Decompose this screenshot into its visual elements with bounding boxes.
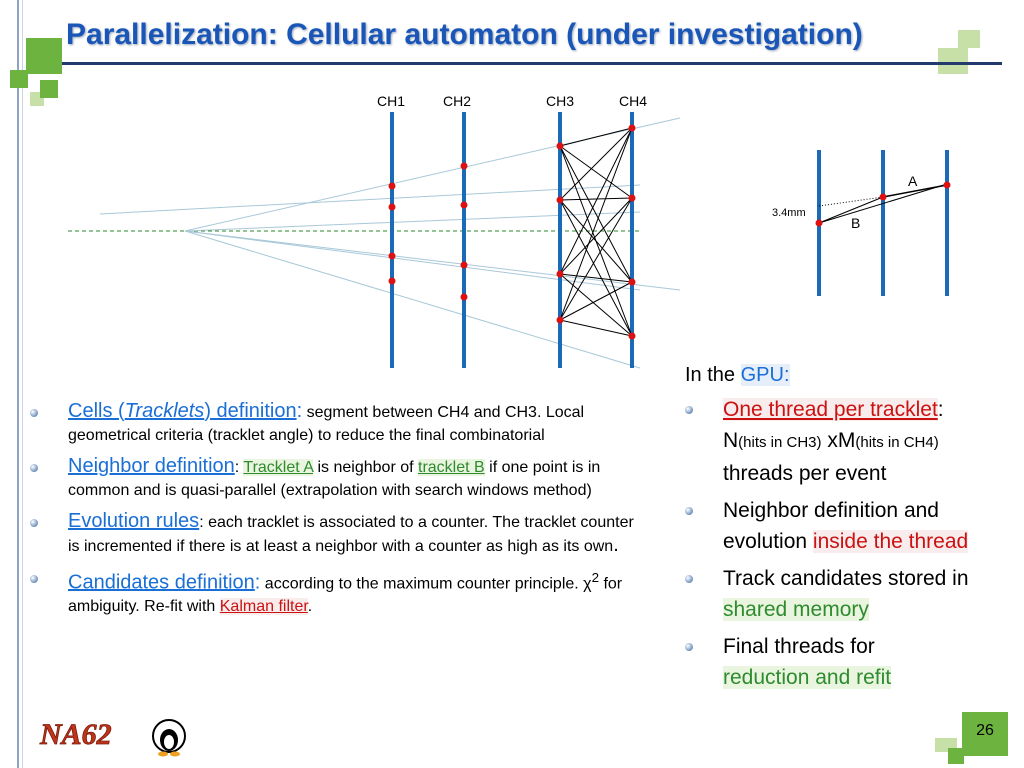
bullet-cells-definition: Cells (Tracklets) definition: segment be… — [30, 400, 640, 447]
hit-point — [556, 270, 564, 278]
bullet-icon — [30, 519, 38, 527]
hit-point — [628, 332, 636, 340]
kalman-filter-term: Kalman filter — [219, 598, 308, 616]
page-title: Parallelization: Cellular automaton (und… — [66, 18, 863, 51]
hit-point — [460, 293, 468, 301]
cellular-automaton-bullets: Cells (Tracklets) definition: segment be… — [30, 400, 640, 626]
tracklet-b-term: tracklet B — [418, 459, 485, 476]
page-number: 26 — [976, 722, 994, 739]
inset-label-a: A — [908, 173, 918, 189]
bullet-icon — [685, 643, 693, 651]
bullet-icon — [30, 409, 38, 417]
hit-point — [388, 277, 396, 285]
bullet-candidates-definition: Candidates definition: according to the … — [30, 566, 640, 618]
hit-point — [556, 142, 564, 150]
gpu-item-neighbor-evolution: Neighbor definition and evolution inside… — [685, 495, 1015, 557]
corner-square-small — [10, 70, 28, 88]
title-square-light — [938, 48, 968, 74]
gpu-section: In the GPU: One thread per tracklet:N(hi… — [685, 362, 1015, 699]
footer-square-small — [948, 748, 964, 764]
svg-text:NA62: NA62 — [39, 718, 112, 751]
chamber-label-ch2: CH2 — [443, 93, 472, 109]
track-line-4 — [184, 230, 641, 291]
gpu-heading: In the GPU: — [685, 364, 790, 386]
bullet-icon — [685, 406, 693, 414]
tracklet-cells — [559, 127, 633, 337]
bullet-icon — [685, 575, 693, 583]
search-window-line — [818, 196, 884, 207]
hit-point — [628, 194, 636, 202]
chamber-label-ch3: CH3 — [546, 93, 575, 109]
gpu-item-shared-memory: Track candidates stored in shared memory — [685, 563, 1015, 625]
track-line-6 — [184, 230, 641, 369]
bullet-evolution-rules: Evolution rules: each tracklet is associ… — [30, 510, 640, 558]
chambers — [390, 112, 634, 368]
page-number-box — [962, 712, 1008, 756]
hit-point — [628, 124, 636, 132]
tracklet-b-extrapolation — [818, 183, 948, 224]
tracklet-a-term: Tracklet A — [243, 459, 314, 476]
left-border-line — [17, 0, 19, 768]
hit-point — [556, 316, 564, 324]
track-line-2 — [99, 184, 641, 215]
gpu-item-reduction-refit: Final threads for reduction and refit — [685, 631, 1015, 693]
chamber-label-ch1: CH1 — [377, 93, 406, 109]
corner-square-mid — [40, 80, 58, 98]
bullet-icon — [30, 575, 38, 583]
track-line-3 — [184, 211, 641, 232]
tracklet-a-line — [882, 184, 948, 198]
hit-point — [388, 203, 396, 211]
hit-point — [628, 278, 636, 286]
bullet-icon — [30, 464, 38, 472]
tracklet-b-line — [818, 196, 884, 224]
hit-point — [460, 162, 468, 170]
bullet-icon — [685, 507, 693, 515]
inset-label-b: B — [851, 215, 860, 231]
title-underline — [62, 62, 1002, 65]
chamber-label-ch4: CH4 — [619, 93, 648, 109]
left-border-line-inner — [22, 0, 23, 768]
gpu-item-threads: One thread per tracklet:N(hits in CH3) x… — [685, 394, 1015, 489]
bullet-neighbor-definition: Neighbor definition: Tracklet A is neigh… — [30, 455, 640, 502]
hit-point — [388, 182, 396, 190]
title-square-light-2 — [958, 30, 980, 48]
hit-point — [556, 196, 564, 204]
na62-logo: NA62 — [39, 718, 186, 757]
corner-square-large — [26, 38, 62, 74]
neighbor-inset-diagram: A B 3.4mm — [772, 150, 951, 296]
track-line-5 — [184, 230, 681, 291]
hit-point — [460, 201, 468, 209]
hit-point — [388, 252, 396, 260]
hit-point — [460, 261, 468, 269]
inset-distance-label: 3.4mm — [772, 207, 806, 219]
hits — [388, 124, 636, 340]
